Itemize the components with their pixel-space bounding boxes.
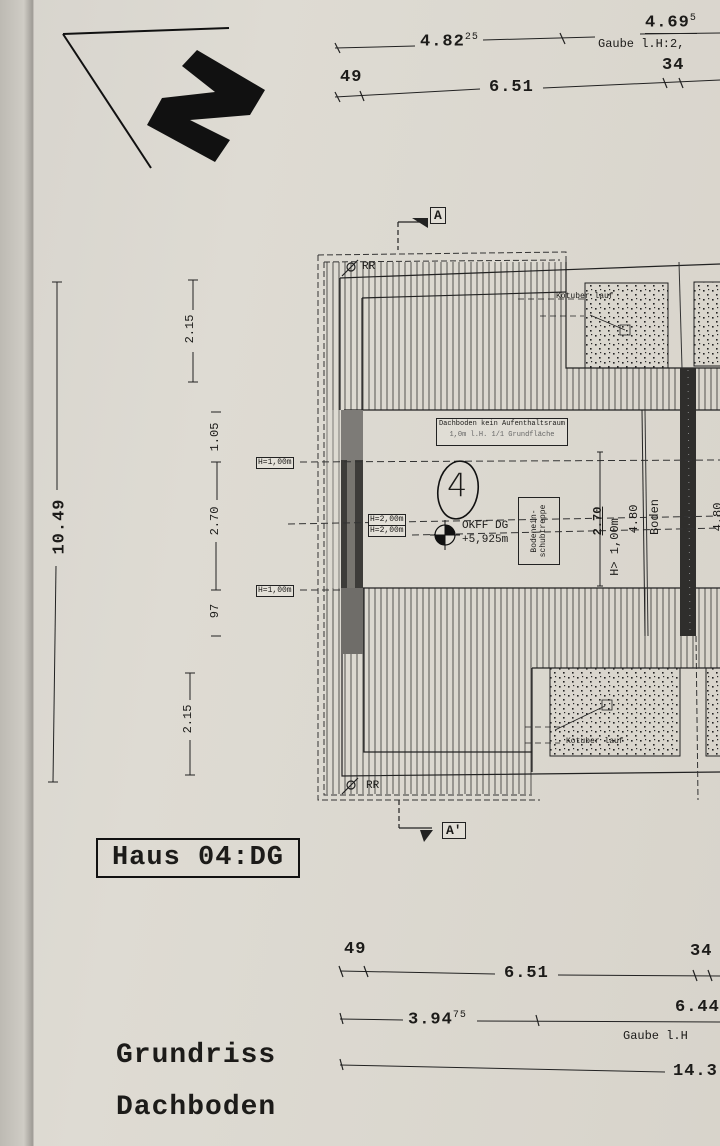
attic-stair-box: Bodenein- schubtreppe	[518, 497, 560, 565]
section-marker-a: A	[430, 207, 446, 224]
handwritten-unit-number: 4	[447, 466, 468, 504]
dim-left-segment: 2.70	[208, 506, 222, 536]
dim-left-segment: 1.05	[208, 422, 222, 452]
dim-bottom-6.51: 6.51	[504, 964, 549, 983]
gaube-note-bottom: Gaube l.H	[623, 1029, 688, 1043]
dim-left-segment: 2.15	[183, 314, 197, 344]
level-value: +5,925m	[462, 534, 509, 546]
room-label-boden: Boden	[648, 499, 662, 536]
dim-bottom-6.44: 6.44	[675, 998, 720, 1017]
inner-dim-height: H> 1,00m	[608, 518, 622, 576]
attic-note: Dachboden kein Aufenthaltsraum 1,0m l.H.…	[436, 418, 568, 446]
house-label-box: Haus 04:DG	[96, 838, 300, 878]
gaube-note-top: Gaube l.H:2,	[598, 37, 685, 51]
attic-note-line2: 1,0m l.H. 1/1 Grundfläche	[449, 431, 555, 439]
dim-bottom-34: 34	[690, 942, 713, 961]
north-arrow-icon	[62, 27, 265, 169]
level-label: OKFF DG	[462, 520, 509, 532]
dim-top-6.51: 6.51	[489, 78, 534, 97]
dim-value: 4.69	[645, 13, 690, 33]
stair-label-line1: Bodenein-	[530, 509, 539, 553]
inner-dim-2.70: 2.70	[591, 506, 605, 536]
binding-edge	[0, 0, 34, 1146]
dim-left-segment: 2.15	[181, 704, 195, 734]
stair-label-line2: schubtreppe	[539, 504, 548, 558]
dim-top-4.82: 4.8225	[420, 32, 479, 52]
dim-value: 3.94	[408, 1010, 453, 1030]
dim-sup: 25	[464, 32, 479, 43]
dim-bottom-14.3: 14.3	[673, 1062, 718, 1081]
plan-title-line2: Dachboden	[116, 1092, 277, 1123]
stair-label: Bodenein- schubtreppe	[530, 505, 548, 558]
plan-title-line1: Grundriss	[116, 1040, 277, 1071]
dim-bottom-49: 49	[344, 940, 367, 959]
rr-label-bottom: RR	[366, 780, 380, 792]
height-tag: H=1,00m	[256, 457, 294, 469]
dim-left-overall: 10.49	[50, 498, 70, 555]
chimney-label-top: Kotuber lauf	[556, 292, 614, 301]
dim-top-34: 34	[662, 56, 685, 75]
dim-left-segment: 97	[208, 603, 222, 619]
section-marker-a-prime: A'	[442, 822, 466, 839]
dim-bottom-3.94: 3.9475	[408, 1010, 467, 1030]
height-tag: H=1,00m	[256, 585, 294, 597]
attic-note-line1: Dachboden kein Aufenthaltsraum	[438, 420, 566, 428]
dim-top-49: 49	[340, 68, 363, 87]
dim-sup: 75	[452, 1010, 467, 1021]
level-marker-icon	[430, 520, 460, 550]
inner-dim-right: 4.80	[711, 502, 720, 532]
dim-sup: 5	[689, 13, 697, 24]
dim-value: 4.82	[420, 32, 465, 52]
height-tag: H=2,00m	[368, 525, 406, 537]
rr-label-top: RR	[362, 261, 376, 273]
chimney-label-bottom: Kotuber lauf	[566, 737, 624, 746]
inner-dim-4.80: 4.80	[627, 504, 641, 534]
dim-top-4.69: 4.695	[645, 13, 697, 34]
